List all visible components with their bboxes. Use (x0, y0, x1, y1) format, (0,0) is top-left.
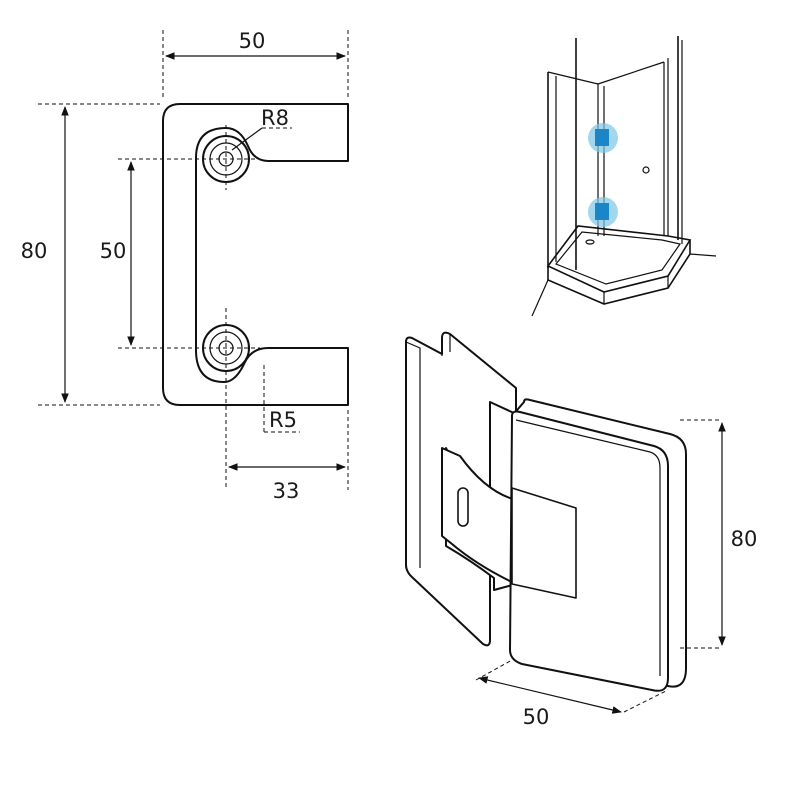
outer-radius-label: R8 (261, 106, 289, 130)
hinge-width-dimension-line (478, 676, 622, 714)
hinge-width-label: 50 (523, 705, 550, 729)
hole-spacing-label: 50 (100, 239, 127, 263)
profile-width-label: 50 (239, 29, 266, 53)
extension-lines (38, 30, 349, 490)
lower-hinge-marker (595, 203, 609, 220)
upper-hinge-marker (595, 129, 609, 146)
shower-enclosure-illustration (531, 36, 717, 317)
offset-label: 33 (273, 479, 300, 503)
hinge-height-label: 80 (731, 527, 758, 551)
inner-radius-label: R5 (269, 408, 297, 432)
hinge-profile: 50 80 50 33 R8 R5 (21, 29, 349, 503)
hinge-3d-view: 80 50 (405, 331, 758, 729)
profile-outline (162, 103, 349, 406)
profile-height-label: 80 (21, 239, 48, 263)
